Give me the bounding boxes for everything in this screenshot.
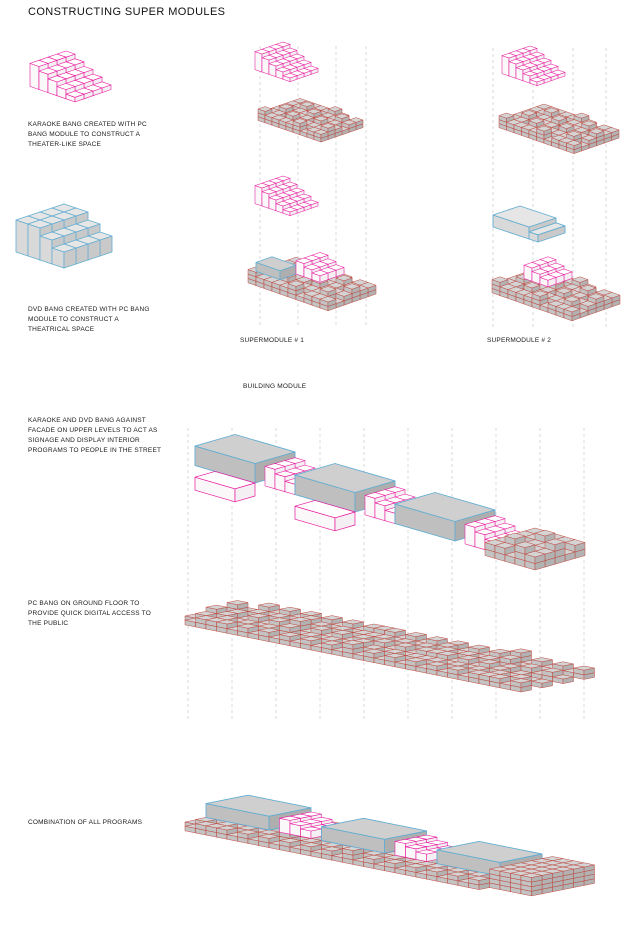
dvd-module-drawing — [15, 203, 113, 269]
supermodule-1-drawing — [247, 41, 377, 326]
annotation-facade: KARAOKE AND DVD BANG AGAINST FACADE ON U… — [28, 417, 162, 455]
annotation-dvd: DVD BANG CREATED WITH PC BANG MODULE TO … — [28, 306, 150, 334]
building-module-upper-drawing — [194, 434, 586, 571]
caption-supermodule-2: SUPERMODULE # 2 — [487, 337, 552, 344]
page-title: CONSTRUCTING SUPER MODULES — [28, 6, 226, 18]
annotation-pcbang: PC BANG ON GROUND FLOOR TO PROVIDE QUICK… — [28, 600, 151, 628]
caption-building-module: BUILDING MODULE — [243, 383, 307, 390]
karaoke-module-drawing — [29, 50, 112, 103]
caption-supermodule-1: SUPERMODULE # 1 — [240, 337, 305, 344]
pc-bang-slab-drawing — [184, 600, 595, 693]
annotation-karaoke: KARAOKE BANG CREATED WITH PC BANG MODULE… — [28, 121, 147, 149]
annotation-combination: COMBINATION OF ALL PROGRAMS — [28, 819, 143, 826]
supermodule-2-drawing — [491, 45, 621, 328]
combination-drawing — [184, 794, 595, 897]
